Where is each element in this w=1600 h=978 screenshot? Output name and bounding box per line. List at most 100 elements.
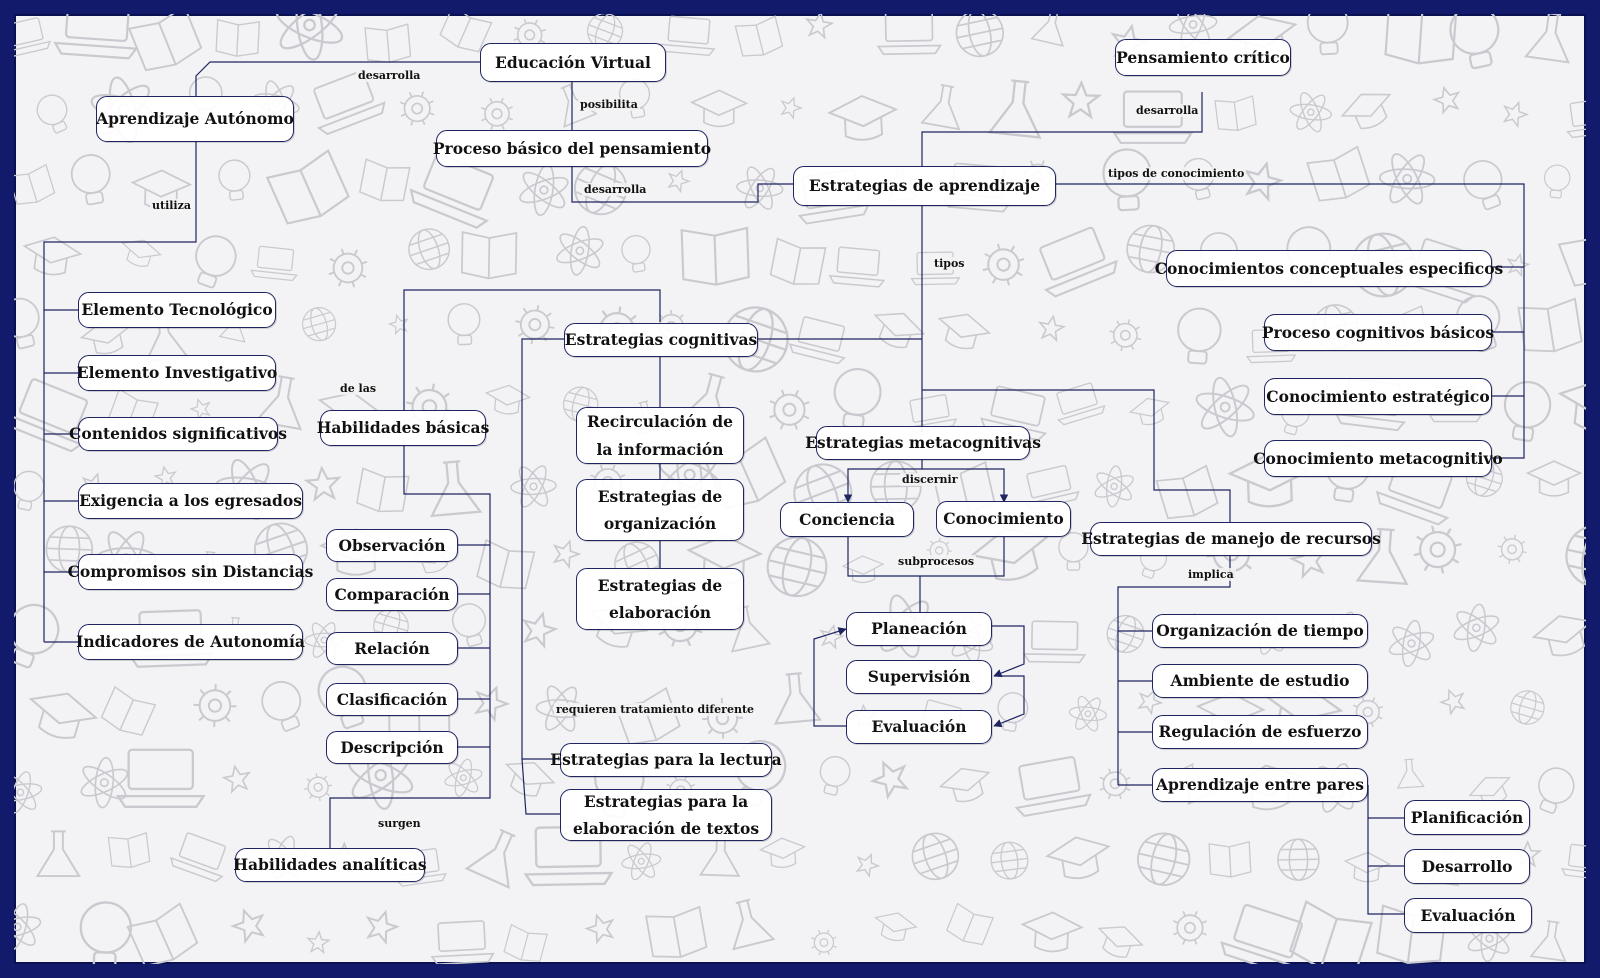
- doodle-icon: [476, 538, 536, 590]
- doodle-icon: [1243, 160, 1284, 203]
- doodle-icon: [1497, 534, 1527, 564]
- line-ea-tipos-conocimiento: [1056, 183, 1525, 459]
- doodle-icon: [732, 898, 776, 951]
- doodle-icon: [100, 685, 157, 736]
- node-clasificacion: Clasificación: [326, 683, 458, 716]
- node-habilidades-analiticas: Habilidades analíticas: [233, 848, 427, 882]
- doodle-icon: [1058, 532, 1089, 571]
- doodle-icon: [1288, 900, 1374, 964]
- doodle-icon: [484, 384, 532, 415]
- doodle-icon: [14, 903, 42, 951]
- node-evaluacion-meta: Evaluación: [846, 710, 992, 744]
- doodle-icon: [70, 154, 111, 206]
- doodle-icon: [1566, 97, 1586, 139]
- doodle-icon: [1306, 14, 1349, 56]
- doodle-icon: [955, 14, 1004, 58]
- doodle-icon: [504, 762, 556, 797]
- doodle-icon: [460, 231, 518, 280]
- line-pc-ea: [921, 92, 1203, 166]
- doodle-icon: [766, 536, 828, 598]
- node-aprendizaje-autonomo: Aprendizaje Autónomo: [96, 96, 294, 142]
- doodle-icon: [828, 246, 886, 288]
- doodle-icon: [14, 297, 40, 350]
- doodle-icon: [1524, 14, 1570, 64]
- link-label-desarrolla: desarrolla: [356, 69, 423, 82]
- node-estrategias-textos: Estrategias para la elaboración de texto…: [560, 789, 772, 841]
- link-label-posibilita: posibilita: [578, 98, 640, 111]
- line-ec-hb: [403, 289, 661, 410]
- doodle-icon: [1557, 222, 1586, 287]
- link-label-tipos: tipos: [932, 257, 967, 270]
- node-estrategias-elaboracion: Estrategias de elaboración: [576, 568, 744, 630]
- doodle-icon: [1340, 93, 1392, 130]
- doodle-icon: [35, 830, 81, 878]
- doodle-icon: [1277, 838, 1320, 881]
- node-elemento-tecnologico: Elemento Tecnológico: [78, 292, 276, 328]
- doodle-icon: [430, 920, 495, 964]
- doodle-icon: [510, 465, 557, 508]
- doodle-icon: [365, 909, 400, 946]
- link-label-de-las: de las: [338, 382, 379, 395]
- doodle-icon: [1438, 688, 1466, 716]
- doodle-icon: [584, 913, 615, 945]
- link-label-implica: implica: [1186, 568, 1236, 581]
- doodle-icon: [387, 313, 409, 336]
- doodle-icon: [1510, 690, 1545, 725]
- doodle-icon: [911, 832, 960, 881]
- doodle-icon: [1068, 695, 1108, 732]
- doodle-icon: [218, 159, 251, 201]
- node-estrategias-organizacion: Estrategias de organización: [576, 479, 744, 541]
- doodle-icon: [126, 902, 199, 964]
- doodle-icon: [874, 912, 918, 942]
- doodle-icon: [313, 70, 386, 136]
- doodle-icon: [773, 672, 822, 725]
- doodle-icon: [769, 389, 810, 430]
- doodle-icon: [1463, 160, 1503, 211]
- doodle-icon: [1060, 79, 1102, 120]
- node-conocimiento-estrategico: Conocimiento estratégico: [1264, 378, 1492, 415]
- doodle-icon: [1106, 614, 1145, 654]
- node-pensamiento-critico: Pensamiento crítico: [1115, 39, 1291, 76]
- link-label-desarrolla: desarrolla: [1134, 104, 1201, 117]
- doodle-icon: [1208, 840, 1252, 878]
- doodle-icon: [1137, 832, 1191, 886]
- doodle-icon: [301, 307, 337, 342]
- doodle-icon: [556, 225, 604, 276]
- doodle-icon: [1022, 620, 1087, 664]
- node-ambiente-estudio: Ambiente de estudio: [1152, 664, 1368, 698]
- node-conocimiento: Conocimiento: [936, 501, 1071, 537]
- doodle-icon: [304, 773, 333, 802]
- node-estrategias-aprendizaje: Estrategias de aprendizaje: [793, 166, 1056, 206]
- doodle-icon: [261, 680, 302, 732]
- doodle-icon: [560, 83, 598, 128]
- doodle-icon: [1565, 524, 1586, 588]
- link-label-utiliza: utiliza: [150, 199, 193, 212]
- doodle-icon: [14, 17, 52, 59]
- node-manejo-recursos: Estrategias de manejo de recursos: [1081, 522, 1381, 556]
- node-indicadores-autonomia: Indicadores de Autonomía: [76, 624, 305, 660]
- doodle-icon: [115, 748, 206, 808]
- doodle-icon: [1177, 307, 1222, 365]
- doodle-icon: [356, 467, 410, 513]
- doodle-icon: [153, 465, 178, 490]
- doodle-icon: [1289, 92, 1333, 133]
- doodle-icon: [107, 832, 151, 868]
- doodle-icon: [1506, 252, 1531, 278]
- doodle-icon: [987, 79, 1042, 139]
- doodle-icon: [303, 465, 342, 503]
- doodle-icon: [250, 245, 299, 282]
- link-label-desarrolla: desarrolla: [582, 183, 649, 196]
- doodle-icon: [920, 84, 961, 131]
- doodle-icon: [408, 228, 451, 271]
- doodle-icon: [230, 908, 266, 945]
- doodle-icon: [1525, 460, 1583, 497]
- doodle-icon: [451, 603, 487, 648]
- doodle-icon: [1388, 619, 1435, 668]
- doodle-icon: [1014, 756, 1092, 818]
- node-educacion-virtual: Educación Virtual: [480, 43, 666, 82]
- doodle-icon: [945, 902, 994, 946]
- doodle-icon: [1039, 226, 1118, 298]
- doodle-icon: [439, 14, 493, 53]
- doodle-icon: [14, 163, 56, 205]
